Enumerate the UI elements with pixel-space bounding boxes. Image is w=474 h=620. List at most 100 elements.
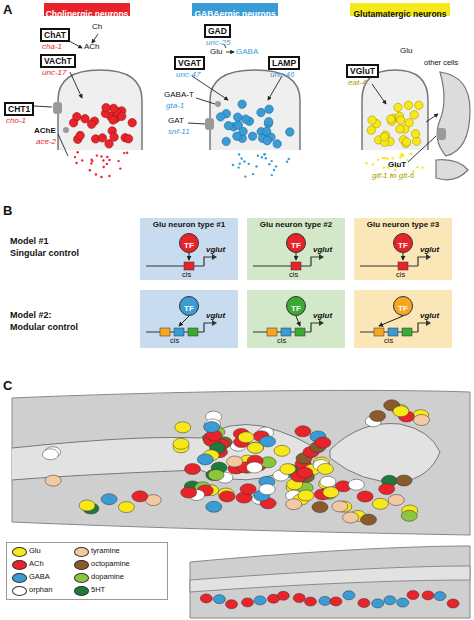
model-label: Modular control bbox=[10, 322, 78, 332]
legend-text: dopamine bbox=[91, 572, 124, 582]
neuron-cell bbox=[393, 406, 409, 417]
neuron-type-box: cisvglutTF bbox=[354, 290, 452, 348]
synaptic-vesicle bbox=[404, 101, 412, 109]
synaptic-vesicle bbox=[76, 131, 84, 139]
synaptic-vesicle bbox=[216, 113, 224, 121]
neuron-type-box: cis vglut TF bbox=[247, 290, 345, 348]
neuron-cell bbox=[226, 600, 238, 609]
worm-head-outline bbox=[12, 390, 470, 535]
leader-line bbox=[188, 123, 205, 124]
neuron-cell bbox=[219, 491, 235, 502]
neuron-cell bbox=[200, 594, 212, 603]
synaptic-vesicle bbox=[109, 116, 117, 124]
neuron-cell bbox=[132, 491, 148, 502]
synaptic-vesicle bbox=[410, 111, 418, 119]
synaptic-terminal bbox=[58, 70, 142, 150]
panel-letter: A bbox=[3, 2, 12, 17]
cis-element bbox=[374, 328, 384, 336]
gene-box: VGATunc-47 bbox=[174, 52, 205, 80]
neuron-cell bbox=[384, 596, 396, 605]
synaptic-vesicle bbox=[273, 140, 281, 148]
neuron-cell bbox=[372, 599, 384, 608]
promoter-arrow bbox=[204, 257, 212, 266]
protein-name: VAChT bbox=[40, 54, 76, 68]
released-transmitter bbox=[108, 175, 110, 177]
gene-label: vglut bbox=[313, 311, 332, 320]
released-transmitter bbox=[384, 157, 386, 159]
released-transmitter bbox=[95, 173, 97, 175]
box-heading: Glu neuron type #2 bbox=[247, 220, 345, 229]
leader-line bbox=[268, 76, 282, 100]
synaptic-vesicle bbox=[286, 128, 294, 136]
other-cell bbox=[436, 160, 468, 180]
synaptic-vesicle bbox=[396, 125, 404, 133]
header-text: GABAergic neurons bbox=[194, 9, 275, 19]
released-transmitter bbox=[126, 152, 128, 154]
neuron-cell bbox=[407, 591, 419, 600]
protein-name: VGAT bbox=[174, 56, 205, 70]
released-transmitter bbox=[377, 159, 379, 161]
legend-swatch bbox=[74, 573, 89, 583]
released-transmitter bbox=[392, 157, 394, 159]
neuron-cell bbox=[434, 592, 446, 601]
released-transmitter bbox=[102, 159, 104, 161]
synaptic-vesicle bbox=[98, 134, 106, 142]
promoter-arrow-head bbox=[319, 254, 324, 260]
neuron-cell bbox=[277, 591, 289, 600]
gene-label: vglut bbox=[206, 245, 225, 254]
gene-name: unc-46 bbox=[270, 70, 300, 80]
legend-swatch bbox=[12, 560, 27, 570]
header-text: Glutamatergic neurons bbox=[353, 9, 446, 19]
released-transmitter bbox=[108, 159, 110, 161]
gene-box: GADunc-25 bbox=[204, 20, 231, 48]
synaptic-vesicle bbox=[222, 137, 230, 145]
molecule-label: ACh bbox=[84, 42, 100, 51]
other-cell bbox=[437, 72, 470, 156]
neuron-cell bbox=[370, 411, 386, 422]
neuron-cell bbox=[447, 599, 459, 608]
neuron-cell bbox=[197, 454, 213, 465]
cis-element bbox=[188, 328, 198, 336]
cis-element bbox=[398, 262, 408, 270]
neuron-cell bbox=[312, 502, 328, 513]
synaptic-vesicle bbox=[102, 104, 110, 112]
header-text: Cholinergic neurons bbox=[46, 9, 129, 19]
synaptic-vesicle bbox=[368, 116, 376, 124]
synaptic-terminal bbox=[210, 70, 300, 150]
neuron-cell bbox=[343, 512, 359, 523]
gene-label: vglut bbox=[420, 311, 439, 320]
synaptic-vesicle bbox=[124, 135, 132, 143]
legend-swatch bbox=[74, 560, 89, 570]
gene-name: cha-1 bbox=[42, 42, 70, 52]
neuron-cell bbox=[414, 415, 430, 426]
synaptic-vesicle bbox=[265, 118, 273, 126]
pathway-arrow bbox=[226, 52, 234, 53]
gene-box: CHT1cho-1 bbox=[4, 98, 34, 126]
leader-line bbox=[192, 76, 228, 100]
box-heading: Glu neuron type #1 bbox=[140, 220, 238, 229]
neuron-cell bbox=[293, 594, 305, 603]
synaptic-vesicle bbox=[412, 137, 420, 145]
cis-label: cis bbox=[277, 336, 286, 345]
tf-circle: TF bbox=[179, 296, 199, 316]
neuron-cell bbox=[43, 449, 59, 460]
transporter-symbol bbox=[437, 128, 446, 140]
cis-element bbox=[174, 328, 184, 336]
gene-label: vglut bbox=[420, 245, 439, 254]
neuron-cell bbox=[305, 597, 317, 606]
neuron-type-box: Glu neuron type #1cisvglutTF bbox=[140, 218, 238, 280]
released-transmitter bbox=[232, 164, 234, 166]
tf-circle: TF bbox=[286, 296, 306, 316]
worm-body-outline bbox=[190, 546, 470, 618]
released-transmitter bbox=[261, 156, 263, 158]
neuron-cell bbox=[45, 475, 61, 486]
gene-name: eat-4 bbox=[348, 78, 379, 88]
tf-label: TF bbox=[291, 304, 301, 313]
synaptic-vesicle bbox=[262, 127, 270, 135]
neuron-cell bbox=[343, 591, 355, 600]
neuron-cell bbox=[379, 484, 395, 495]
promoter-arrow bbox=[418, 257, 426, 266]
neuron-cell bbox=[297, 467, 313, 478]
legend-swatch bbox=[12, 573, 27, 583]
